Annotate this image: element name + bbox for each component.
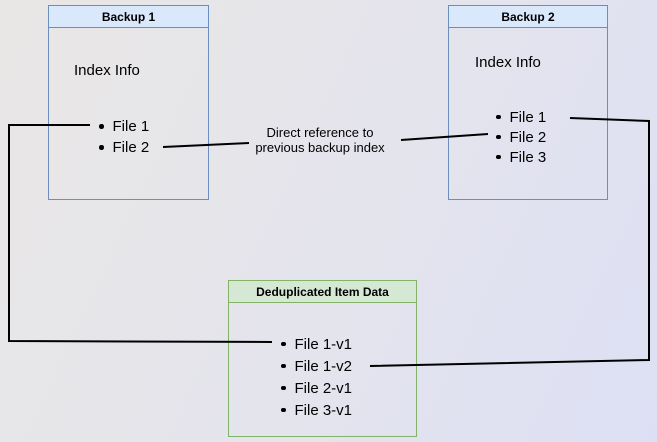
annotation-line: previous backup index <box>255 140 385 155</box>
dedup-title: Deduplicated Item Data <box>256 284 389 299</box>
file-item: File 3 <box>496 147 547 167</box>
backup1-file-list: File 1 File 2 <box>99 116 150 158</box>
backup1-box: Backup 1 Index Info File 1 File 2 <box>48 5 209 200</box>
backup1-header: Backup 1 <box>49 6 208 28</box>
backup2-box: Backup 2 Index Info File 1 File 2 File 3 <box>448 5 608 200</box>
file-item: File 1 <box>496 107 547 127</box>
file-item: File 1-v1 <box>281 333 353 355</box>
file-item: File 1 <box>99 116 150 137</box>
file-item: File 2 <box>99 137 150 158</box>
dedup-header: Deduplicated Item Data <box>229 281 416 303</box>
file-item: File 2 <box>496 127 547 147</box>
backup1-title: Backup 1 <box>101 9 156 24</box>
file-item: File 2-v1 <box>281 377 353 399</box>
backup2-file-list: File 1 File 2 File 3 <box>496 107 547 167</box>
annotation-direct-reference: Direct reference to previous backup inde… <box>238 125 402 155</box>
backup1-index-info-label: Index Info <box>74 62 140 79</box>
file-item: File 1-v2 <box>281 355 353 377</box>
dedup-box: Deduplicated Item Data File 1-v1 File 1-… <box>228 280 417 437</box>
backup2-title: Backup 2 <box>501 9 555 24</box>
backup2-index-info-label: Index Info <box>475 54 541 71</box>
annotation-line: Direct reference to <box>266 125 374 140</box>
dedup-item-list: File 1-v1 File 1-v2 File 2-v1 File 3-v1 <box>281 333 353 421</box>
file-item: File 3-v1 <box>281 399 353 421</box>
backup2-header: Backup 2 <box>449 6 607 28</box>
